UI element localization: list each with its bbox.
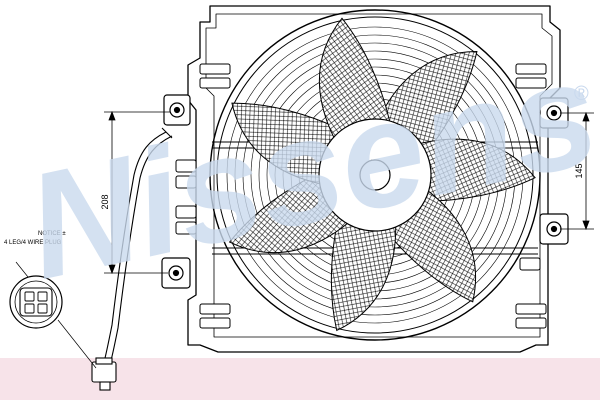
mounting-boss-bottom-right [539,213,569,245]
fan-shroud [187,5,561,353]
dimension-right [560,111,594,231]
shroud-slots [175,63,547,329]
connector-note-line1: NOTICE ± [38,231,66,237]
mounting-boss-top-left [163,94,191,126]
connector-detail [9,261,97,369]
dimension-right-label: 145 [574,163,584,178]
fan-hub [318,118,432,232]
wiring-harness [103,127,173,365]
wire-plug [91,357,117,391]
dimension-left [104,110,170,275]
connector-note-line2: 4 LEG/4 WIRE PLUG [4,240,62,246]
dimension-left-label: 208 [100,194,110,209]
mounting-boss-top-right [539,97,569,129]
